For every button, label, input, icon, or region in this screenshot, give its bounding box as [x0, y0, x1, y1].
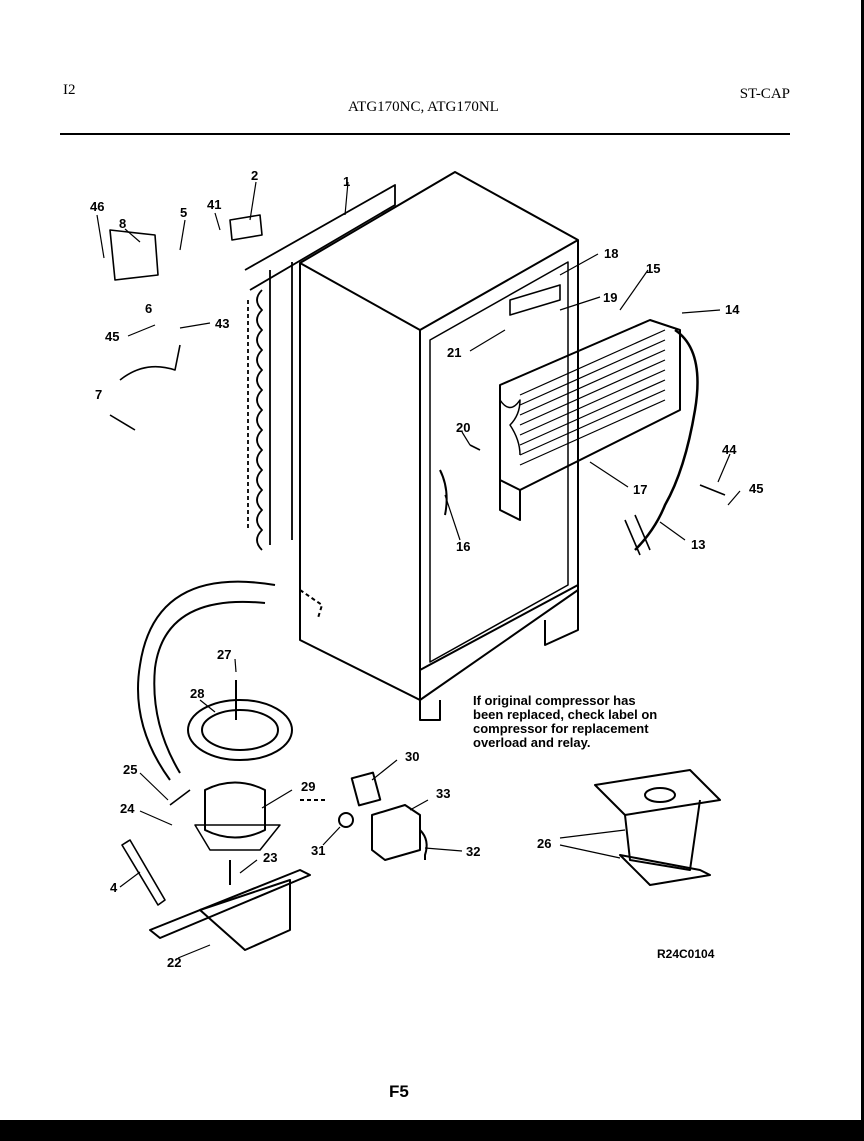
drain-hose-drawing	[137, 580, 323, 781]
note-line: compressor for replacement	[473, 721, 649, 736]
callout-21: 21	[447, 345, 461, 360]
callout-7: 7	[95, 387, 102, 402]
relay-drawing	[338, 771, 428, 861]
callout-33: 33	[436, 786, 450, 801]
callout-16: 16	[456, 539, 470, 554]
callout-43: 43	[215, 316, 229, 331]
callout-44: 44	[722, 442, 737, 457]
small-parts-drawing	[109, 214, 726, 906]
callout-23: 23	[263, 850, 277, 865]
callout-17: 17	[633, 482, 647, 497]
callout-30: 30	[405, 749, 419, 764]
drain-pan-drawing	[187, 680, 293, 761]
callout-18: 18	[604, 246, 618, 261]
callout-41: 41	[207, 197, 221, 212]
model-numbers: ATG170NC, ATG170NL	[348, 99, 499, 115]
evaporator-drawing	[499, 319, 699, 551]
callout-24: 24	[120, 801, 135, 816]
callout-22: 22	[167, 955, 181, 970]
callout-29: 29	[301, 779, 315, 794]
callout-14: 14	[725, 302, 740, 317]
callout-8: 8	[119, 216, 126, 231]
compressor-drawing	[194, 781, 325, 851]
callout-28: 28	[190, 686, 204, 701]
note-line: been replaced, check label on	[473, 707, 658, 722]
header-rule	[60, 133, 790, 135]
page-number: I2	[63, 82, 76, 98]
callout-2: 2	[251, 168, 258, 183]
condenser-coil-drawing	[244, 184, 396, 551]
note-line: If original compressor has	[473, 693, 636, 708]
callout-15: 15	[646, 261, 660, 276]
callout-27: 27	[217, 647, 231, 662]
cabinet-drawing	[299, 171, 579, 721]
callout-25: 25	[123, 762, 137, 777]
compressor-note: If original compressor has been replaced…	[473, 694, 733, 750]
callout-4: 4	[110, 880, 118, 895]
callout-32: 32	[466, 844, 480, 859]
scan-border-bottom	[0, 1120, 864, 1141]
callout-6: 6	[145, 301, 152, 316]
callout-46: 46	[90, 199, 104, 214]
callout-13: 13	[691, 537, 705, 552]
note-line: overload and relay.	[473, 735, 591, 750]
callout-31: 31	[311, 843, 325, 858]
callout-45-left: 45	[105, 329, 119, 344]
page-footer: F5	[389, 1082, 409, 1101]
reference-code: R24C0104	[657, 947, 715, 961]
leader-lines	[96, 181, 741, 959]
section-code: ST-CAP	[739, 86, 790, 102]
scan-border-right	[861, 0, 864, 1141]
callout-26: 26	[537, 836, 551, 851]
callout-19: 19	[603, 290, 617, 305]
callout-20: 20	[456, 420, 470, 435]
callout-45-right: 45	[749, 481, 763, 496]
replacement-compressor-drawing	[594, 769, 721, 886]
base-rail-drawing	[149, 860, 311, 951]
callout-5: 5	[180, 205, 187, 220]
callout-1: 1	[343, 174, 350, 189]
